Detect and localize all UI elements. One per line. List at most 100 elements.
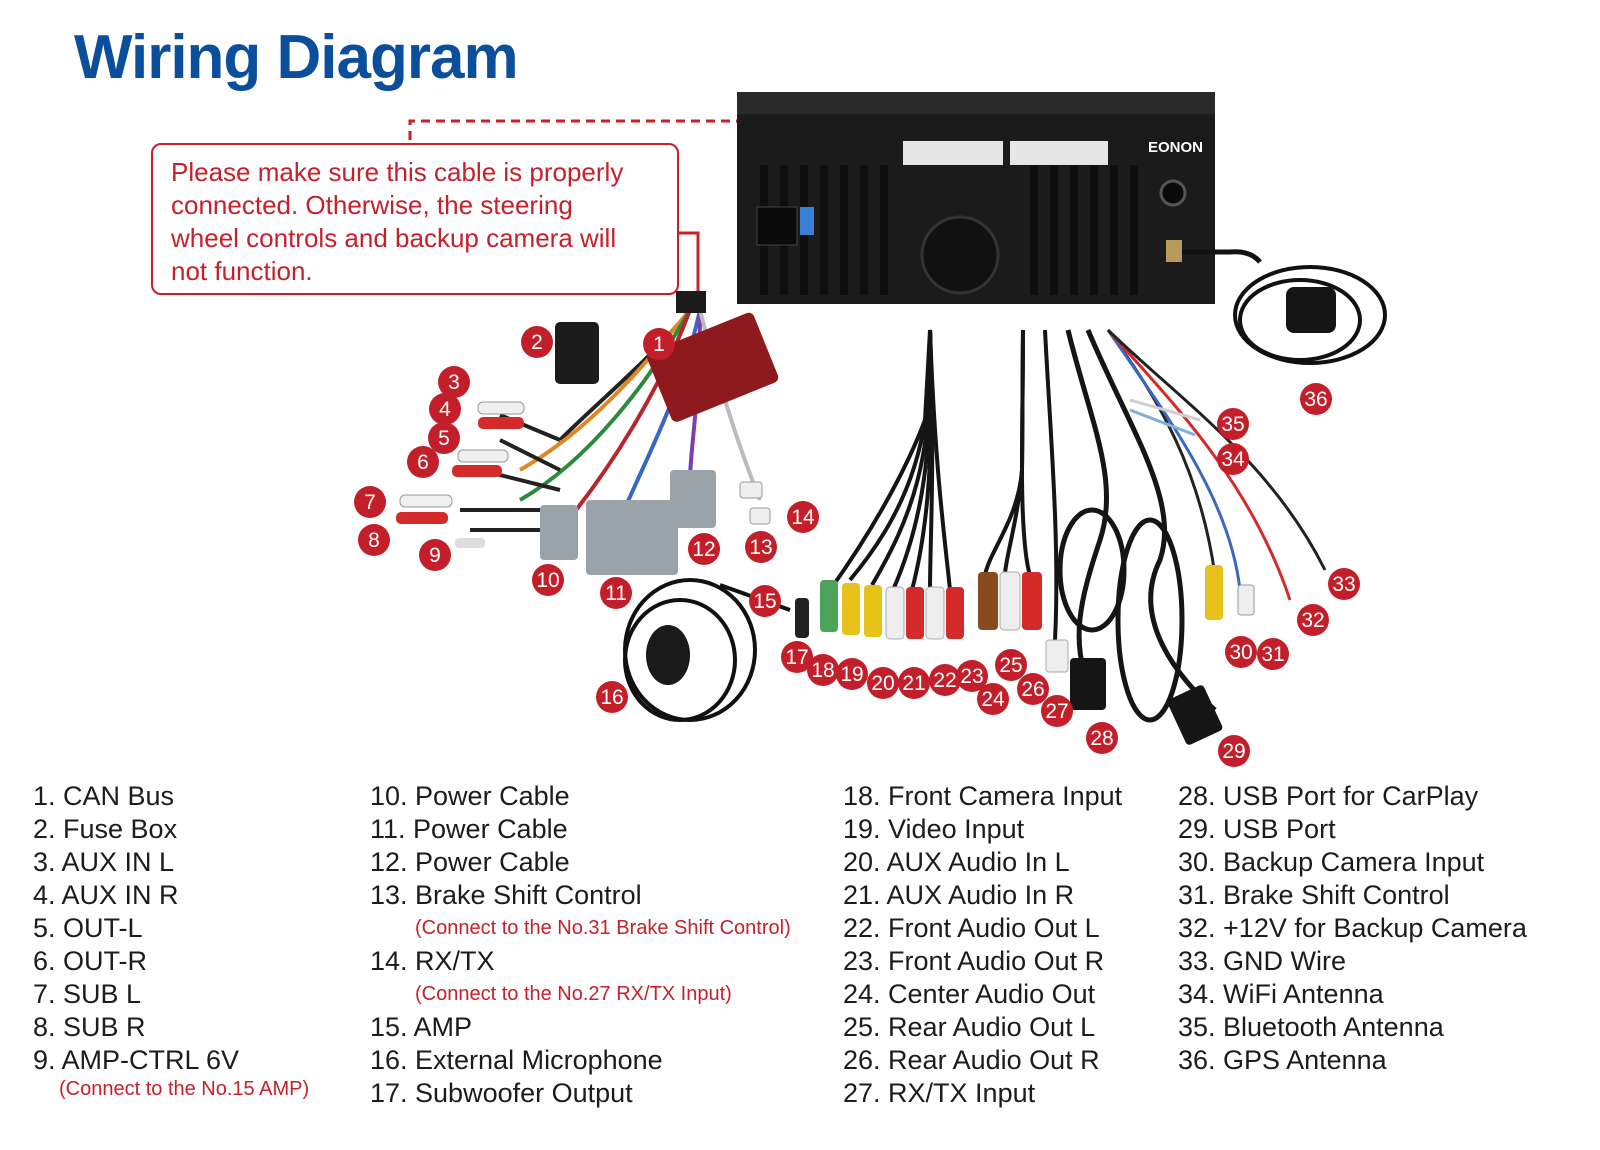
legend-item: 15. AMP xyxy=(370,1012,473,1042)
legend-item: 11. Power Cable xyxy=(370,814,568,844)
badge-number: 8 xyxy=(368,529,380,552)
badge-number: 2 xyxy=(531,331,543,354)
legend-item: 19. Video Input xyxy=(843,814,1025,844)
rca-left-plugs xyxy=(396,401,525,548)
callout-badge: 18 xyxy=(807,654,839,686)
legend-item: 14. RX/TX xyxy=(370,946,495,976)
callout-badge: 16 xyxy=(596,681,628,713)
badge-number: 29 xyxy=(1222,740,1245,763)
gps-antenna xyxy=(1182,249,1387,365)
warning-leader xyxy=(670,231,700,292)
callout-badge: 17 xyxy=(781,641,813,673)
legend-item: 36. GPS Antenna xyxy=(1178,1045,1387,1075)
callout-badge: 26 xyxy=(1017,673,1049,705)
legend-note: (Connect to the No.27 RX/TX Input) xyxy=(415,983,732,1005)
badge-number: 35 xyxy=(1221,413,1244,436)
badge-number: 9 xyxy=(429,544,441,567)
legend-item: 13. Brake Shift Control xyxy=(370,880,642,910)
callout-badge: 27 xyxy=(1041,695,1073,727)
legend-item: 5. OUT-L xyxy=(33,913,143,943)
callout-badge: 15 xyxy=(749,585,781,617)
badge-number: 19 xyxy=(840,663,863,686)
wiring-illustration: EONON xyxy=(354,92,1387,767)
badge-number: 3 xyxy=(448,371,460,394)
warning-line: connected. Otherwise, the steering xyxy=(171,190,573,220)
legend-item: 33. GND Wire xyxy=(1178,946,1347,976)
callout-badge: 24 xyxy=(977,683,1009,715)
legend-note: (Connect to the No.15 AMP) xyxy=(59,1078,310,1100)
legend-item: 30. Backup Camera Input xyxy=(1178,847,1485,877)
legend-note: (Connect to the No.31 Brake Shift Contro… xyxy=(415,917,791,939)
right-wires xyxy=(1106,328,1327,601)
badge-number: 20 xyxy=(871,672,894,695)
badge-number: 24 xyxy=(981,688,1005,711)
badge-number: 22 xyxy=(933,669,956,692)
callout-badge: 9 xyxy=(419,539,451,571)
rca-bundle xyxy=(828,329,1059,641)
microphone-head xyxy=(646,625,690,685)
callout-badge: 28 xyxy=(1086,722,1118,754)
badge-number: 27 xyxy=(1045,700,1068,723)
badge-number: 36 xyxy=(1304,388,1327,411)
badge-number: 32 xyxy=(1301,609,1324,632)
callout-badge: 7 xyxy=(354,486,386,518)
warning-line: Please make sure this cable is properly xyxy=(171,157,624,187)
legend-item: 28. USB Port for CarPlay xyxy=(1178,781,1479,811)
page-title: Wiring Diagram xyxy=(74,23,519,92)
power-connectors xyxy=(540,470,771,575)
unit-brand-text: EONON xyxy=(1148,139,1203,156)
usb-cables xyxy=(1057,329,1217,723)
legend-item: 12. Power Cable xyxy=(370,847,570,877)
warning-callout: Please make sure this cable is properly … xyxy=(151,143,679,295)
callout-badge: 31 xyxy=(1257,638,1289,670)
callout-badge: 4 xyxy=(429,393,461,425)
legend-item: 29. USB Port xyxy=(1178,814,1336,844)
can-bus-box xyxy=(647,312,779,422)
legend-item: 22. Front Audio Out L xyxy=(843,913,1100,943)
legend-item: 26. Rear Audio Out R xyxy=(843,1045,1100,1075)
callout-badge: 19 xyxy=(836,658,868,690)
badge-number: 28 xyxy=(1090,727,1113,750)
callout-badge: 20 xyxy=(867,667,899,699)
badge-number: 16 xyxy=(600,686,623,709)
badge-number: 15 xyxy=(753,590,776,613)
warning-line: not function. xyxy=(171,256,313,286)
badge-number: 1 xyxy=(653,333,665,356)
callout-badge: 6 xyxy=(407,446,439,478)
legend-item: 2. Fuse Box xyxy=(33,814,178,844)
callout-badge: 11 xyxy=(600,577,632,609)
head-unit xyxy=(737,92,1215,304)
callout-badge: 21 xyxy=(898,667,930,699)
legend-item: 31. Brake Shift Control xyxy=(1178,880,1450,910)
badge-number: 12 xyxy=(692,538,715,561)
legend-item: 4. AUX IN R xyxy=(33,880,179,910)
legend-item: 17. Subwoofer Output xyxy=(370,1078,633,1108)
callout-badge: 22 xyxy=(929,664,961,696)
badge-number: 31 xyxy=(1261,643,1284,666)
legend-item: 32. +12V for Backup Camera xyxy=(1178,913,1527,943)
callout-badge: 5 xyxy=(428,422,460,454)
legend-item: 25. Rear Audio Out L xyxy=(843,1012,1096,1042)
badge-number: 33 xyxy=(1332,573,1355,596)
callout-badge: 3 xyxy=(438,366,470,398)
callout-badge: 30 xyxy=(1225,636,1257,668)
legend-item: 3. AUX IN L xyxy=(33,847,175,877)
legend-item: 10. Power Cable xyxy=(370,781,570,811)
fuse-box xyxy=(555,322,599,384)
rca-plugs-center xyxy=(795,571,1069,673)
callout-badge: 12 xyxy=(688,533,720,565)
legend-item: 24. Center Audio Out xyxy=(843,979,1096,1009)
callout-badge: 23 xyxy=(956,660,988,692)
callout-badge: 36 xyxy=(1300,383,1332,415)
badge-number: 18 xyxy=(811,659,834,682)
badge-number: 13 xyxy=(749,536,772,559)
badge-number: 30 xyxy=(1229,641,1252,664)
badge-number: 10 xyxy=(536,569,559,592)
callout-badge: 1 xyxy=(643,328,675,360)
badge-number: 5 xyxy=(438,427,450,450)
callout-badge: 14 xyxy=(787,501,819,533)
legend-item: 7. SUB L xyxy=(33,979,142,1009)
legend-item: 8. SUB R xyxy=(33,1012,146,1042)
